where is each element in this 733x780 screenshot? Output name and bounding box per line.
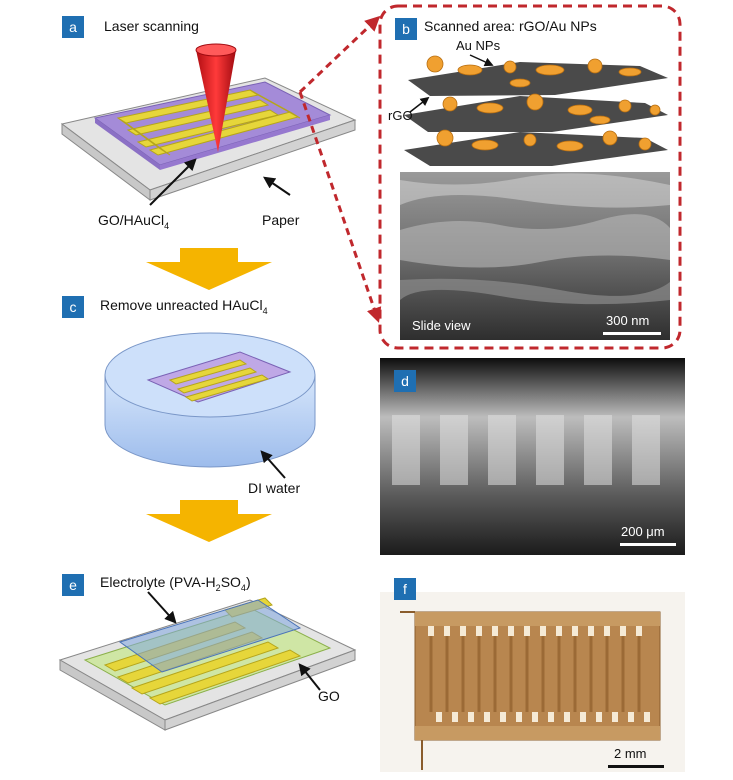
rgo-label: rGO [388,108,413,123]
scale-bar-d [620,543,676,546]
rgo-au-layers [404,54,668,166]
panel-e-title: Electrolyte (PVA-H2SO4) [100,574,251,593]
di-water-label: DI water [248,480,301,496]
panel-label-a: a [62,16,84,38]
process-arrow-2 [146,500,272,542]
panel-c-title: Remove unreacted HAuCl4 [100,297,268,316]
scale-bar-f [608,765,664,768]
scale-label-f: 2 mm [614,746,647,761]
au-nps-label: Au NPs [456,38,501,53]
panel-c-diagram [104,332,316,479]
go-label-e: GO [318,688,340,704]
go-haucl4-label: GO/HAuCl4 [98,212,170,231]
panel-a-diagram [60,43,357,206]
scale-bar-b [603,332,661,335]
sem-image-d [380,358,685,555]
panel-label-c: c [62,296,84,318]
panel-label-f: f [394,578,416,600]
laser-beam [196,50,236,152]
panel-b-title: Scanned area: rGO/Au NPs [424,18,597,34]
sem-caption: Slide view [412,318,471,333]
scale-label-d: 200 μm [621,524,665,539]
electrolyte-layer [118,599,302,673]
panel-label-d: d [394,370,416,392]
interdigitated-electrodes [116,89,301,156]
process-arrow-1 [146,248,272,290]
scale-label-b: 300 nm [606,313,650,328]
panel-label-b: b [395,18,417,40]
sem-image-b [400,172,670,340]
panel-a-title: Laser scanning [104,18,199,34]
paper-label: Paper [262,212,300,228]
zoom-outline [378,4,682,350]
device-photo-f [380,592,685,772]
panel-e-diagram [58,591,357,731]
panel-label-e: e [62,574,84,596]
